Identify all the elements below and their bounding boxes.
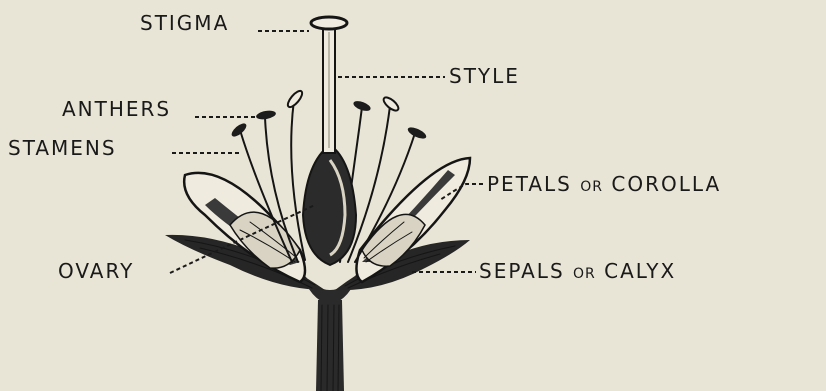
pistil bbox=[303, 17, 356, 265]
sepals-label: SEPALS OR CALYX bbox=[479, 261, 676, 281]
stem bbox=[316, 300, 344, 391]
sepals-label-main: SEPALS bbox=[479, 259, 565, 283]
ovary-shape bbox=[303, 145, 356, 265]
stamens-label: STAMENS bbox=[8, 138, 117, 158]
petals-label-alt: COROLLA bbox=[611, 172, 721, 196]
petals-label-main: PETALS bbox=[487, 172, 572, 196]
anthers-label: ANTHERS bbox=[62, 99, 171, 119]
sepals-label-alt: CALYX bbox=[604, 259, 676, 283]
ovary-label: OVARY bbox=[58, 261, 134, 281]
style-label: STYLE bbox=[449, 66, 520, 86]
petals-label-or: OR bbox=[580, 179, 603, 195]
sepals-label-or: OR bbox=[573, 266, 596, 282]
stigma-shape bbox=[311, 17, 347, 29]
petals-label: PETALS OR COROLLA bbox=[487, 174, 721, 194]
stigma-label: STIGMA bbox=[140, 13, 229, 33]
